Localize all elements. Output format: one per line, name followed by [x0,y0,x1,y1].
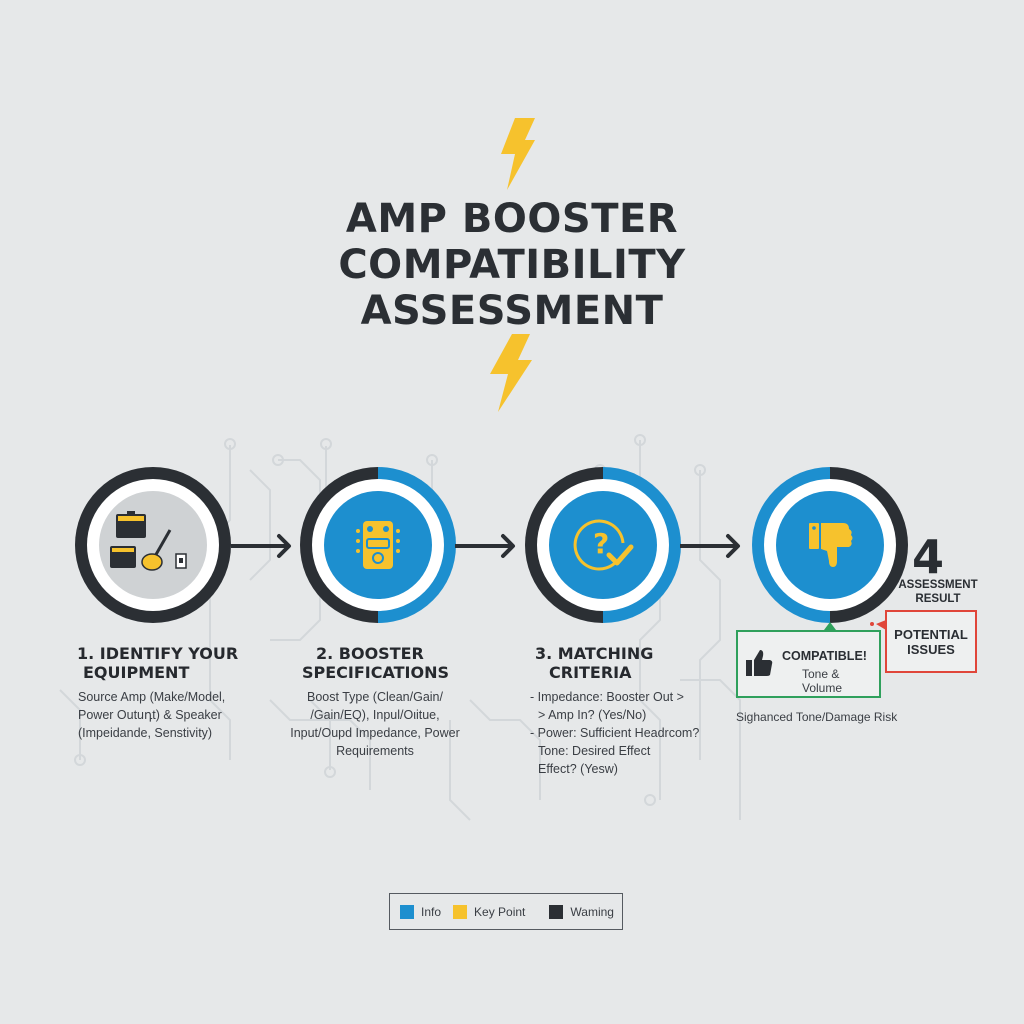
arrow-icon [680,534,740,558]
pedal-icon [356,521,400,569]
potential-issues-box: POTENTIAL ISSUES [885,610,977,673]
lightning-bolt-icon [490,334,532,412]
legend-item-warning: Waming [549,904,614,919]
step-1-circle [75,467,231,623]
warning-swatch [549,904,564,919]
compatible-subtitle: Tone & Volume [802,667,843,695]
step-2-description: Boost Type (Clean/Gain/ /Gain/EQ), Inpul… [290,690,460,758]
arrow-icon [455,534,515,558]
legend-item-key-point: Key Point [453,904,525,919]
svg-text:?: ? [593,527,609,560]
step-2-title: 2. BOOSTER SPECIFICATIONS [302,644,450,682]
connector-pointer [824,620,886,630]
step-4-number: 4 [912,530,945,584]
compatible-title: COMPATIBLE! [782,649,867,663]
arrow-icon [231,534,291,558]
lightning-bolt-icon [501,118,535,190]
step-4-circle [752,467,908,623]
key-point-swatch [453,904,468,919]
result-note: Sighanced Tone/Damage Risk [736,710,898,724]
question-check-icon: ? [573,519,634,571]
step-3-title: 3. MATCHING CRITERIA [535,644,654,682]
legend: Info Key Point Waming [389,893,623,930]
page-title: AMP BOOSTER COMPATIBILITY ASSESSMENT [338,196,686,334]
thumbs-down-icon [809,523,853,567]
info-swatch [400,904,414,919]
step-1-description: Source Amp (Make/Model, Power Outuդt) & … [78,690,226,740]
step-3-circle: ? [525,467,681,623]
step-2-circle [300,467,456,623]
compatible-box: COMPATIBLE! Tone & Volume [736,630,881,698]
step-1-title: 1. IDENTIFY YOUR EQUIPMENT [77,644,239,682]
assessment-result-label: ASSESSMENT RESULT [898,579,978,605]
thumbs-up-icon [746,650,773,676]
amp-and-guitar-icon [110,511,187,571]
step-3-description: - Impedance: Booster Out > > Amp In? (Ye… [530,690,700,776]
legend-item-info: Info [400,904,441,919]
